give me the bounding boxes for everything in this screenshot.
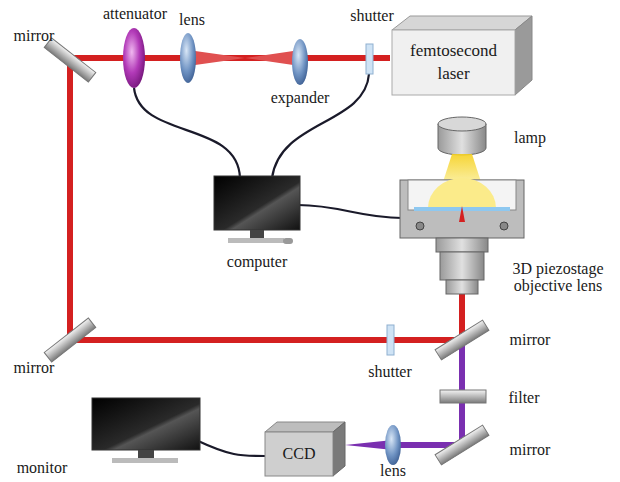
- camera-box: CCD: [265, 432, 333, 476]
- mirror-label: mirror: [510, 332, 551, 349]
- node-text: CCD: [283, 444, 316, 465]
- node-text: femtosecond laser: [396, 40, 511, 84]
- stage-label: 3D piezostage objective lens: [499, 261, 617, 295]
- expander-label: expander: [271, 90, 330, 107]
- mirror-label: mirror: [14, 360, 55, 377]
- shutter-label: shutter: [368, 364, 412, 381]
- mirror-label: mirror: [510, 442, 551, 459]
- mirror-label: mirror: [14, 28, 55, 45]
- shutter-label: shutter: [350, 8, 394, 25]
- lamp-label: lamp: [514, 130, 546, 147]
- laser-box: femtosecond laser: [392, 30, 515, 95]
- filter-label: filter: [508, 390, 539, 407]
- computer-label: computer: [227, 254, 287, 271]
- lens-label: lens: [380, 463, 406, 480]
- monitor-label: monitor: [17, 460, 68, 477]
- lens-label: lens: [179, 12, 205, 29]
- attenuator-label: attenuator: [103, 6, 167, 23]
